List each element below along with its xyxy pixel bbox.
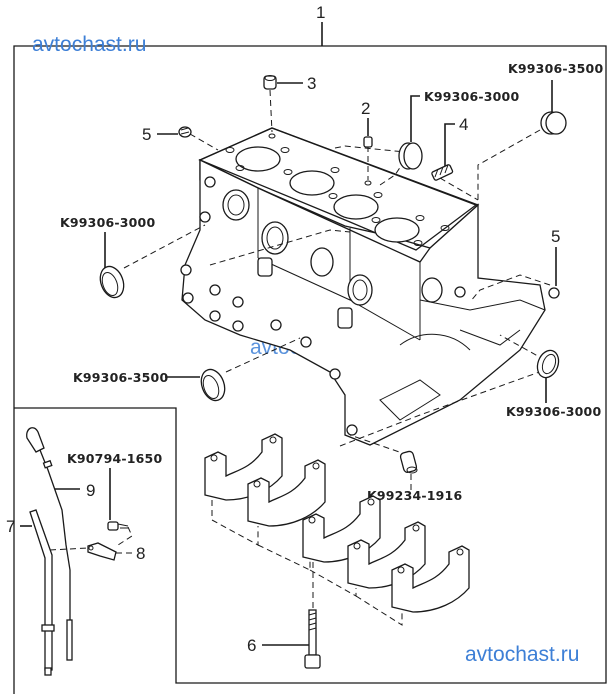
callout-3: 3: [307, 74, 316, 93]
part-4-threaded-plug: [431, 164, 454, 181]
dowel-sleeve: [399, 450, 418, 474]
callout-7: 7: [6, 517, 15, 536]
callout-5-right: 5: [551, 227, 560, 246]
part-number-seal-left-upper: K99306-3000: [60, 215, 155, 230]
callout-8: 8: [136, 544, 145, 563]
callout-1: 1: [316, 3, 325, 22]
expansion-plug-top-right: [540, 111, 567, 135]
part-7-dipstick-guide: [29, 509, 55, 676]
part-number-plug-top: K99306-3000: [424, 89, 519, 104]
callout-2: 2: [361, 99, 370, 118]
main-bearing-caps: [204, 433, 470, 626]
part-number-seal-right-lower: K99306-3000: [506, 404, 601, 419]
part-2-pin: [363, 136, 373, 148]
part-number-dipstick-bolt: K90794-1650: [67, 451, 162, 466]
bearing-cap-5: [391, 545, 470, 613]
callout-4: 4: [459, 115, 468, 134]
part-number-seal-left-lower: K99306-3500: [73, 370, 168, 385]
part-8-dipstick-bracket: [49, 542, 117, 561]
oil-seal-left-lower: [200, 368, 226, 402]
assembly-lines: [123, 89, 551, 456]
watermark-top: avtochast.ru: [32, 33, 146, 56]
assembly-frame: [13, 22, 607, 694]
bearing-cap-2: [247, 459, 326, 527]
oil-seal-left-upper: [99, 265, 125, 299]
dipstick-bracket-bolt: [107, 521, 133, 546]
callout-9: 9: [86, 481, 95, 500]
part-5-plug-right: [548, 287, 560, 299]
oil-seal-right-lower: [536, 349, 560, 379]
part-6-bearing-cap-bolt: [304, 562, 321, 669]
part-3-plug: [263, 75, 277, 90]
bearing-cap-1: [204, 433, 283, 501]
part-9-dipstick: [26, 427, 73, 661]
watermark-bottom: avtochast.ru: [465, 643, 579, 666]
cylinder-block: [180, 127, 546, 446]
part-5-plug-left: [178, 126, 192, 138]
callout-6: 6: [247, 636, 256, 655]
part-number-plug-top-right: K99306-3500: [508, 61, 603, 76]
part-number-dowel: K99234-1916: [367, 488, 462, 503]
expansion-plug-top: [398, 142, 423, 170]
callout-5-left: 5: [142, 125, 151, 144]
